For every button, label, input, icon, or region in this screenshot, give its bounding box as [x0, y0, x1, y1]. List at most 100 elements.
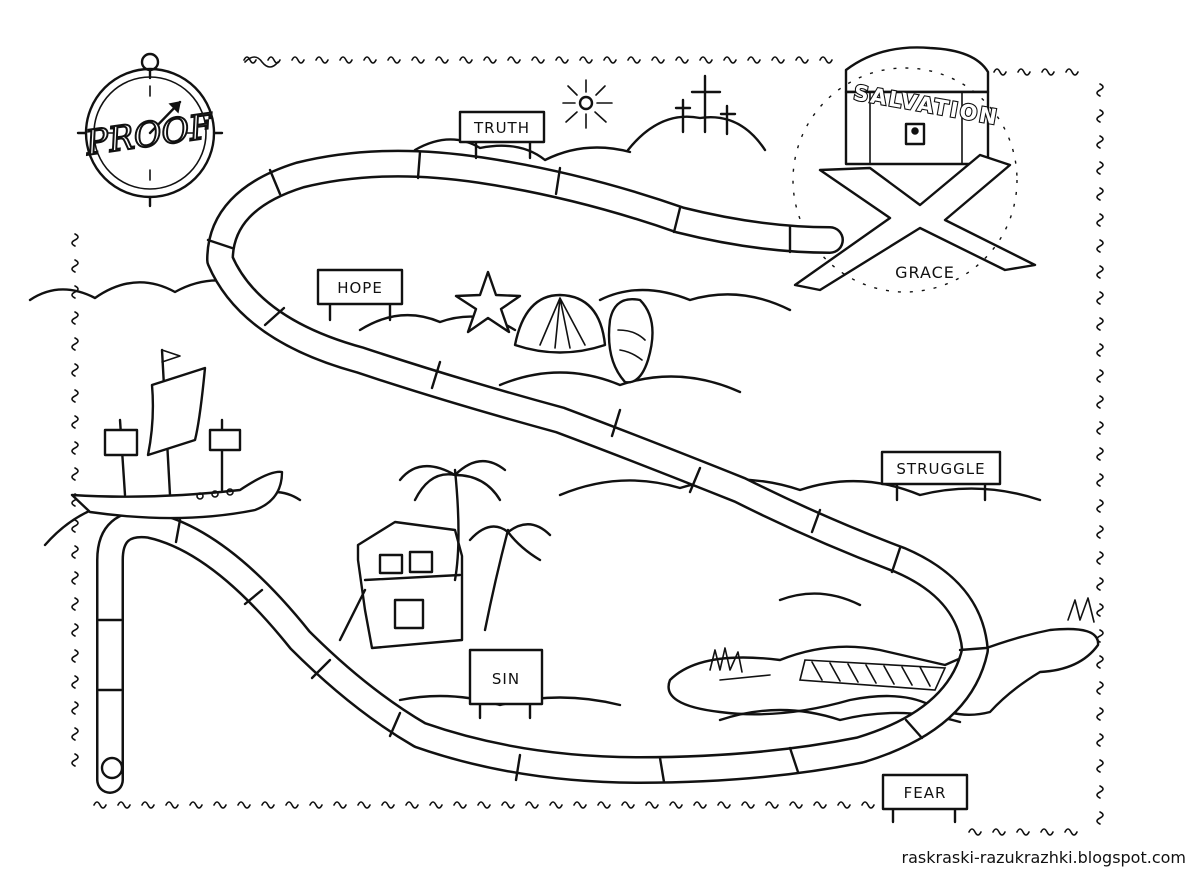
border-swirl: [363, 56, 377, 64]
border-swirl: [1096, 473, 1104, 487]
border-swirl: [693, 801, 707, 809]
border-swirl: [237, 801, 251, 809]
border-swirl: [771, 56, 785, 64]
border-swirl: [141, 801, 155, 809]
border-swirl: [861, 801, 875, 809]
border-swirl: [1040, 828, 1054, 836]
sun-icon: [562, 79, 613, 129]
border-swirl: [1065, 68, 1079, 76]
border-swirl: [387, 56, 401, 64]
border-swirl: [837, 801, 851, 809]
border-swirl: [1096, 395, 1104, 409]
sign-sin: SIN: [468, 648, 544, 720]
border-swirl: [71, 545, 79, 559]
border-swirl: [117, 801, 131, 809]
border-swirl: [1096, 785, 1104, 799]
border-swirl: [459, 56, 473, 64]
pirate-ship: [70, 348, 284, 520]
border-swirl: [968, 828, 982, 836]
border-swirl: [339, 56, 353, 64]
border-swirl: [699, 56, 713, 64]
border-swirl: [789, 801, 803, 809]
border-swirl: [813, 801, 827, 809]
swirl-border-group: [71, 56, 1104, 836]
border-swirl: [405, 801, 419, 809]
border-swirl: [645, 801, 659, 809]
border-swirl: [549, 801, 563, 809]
border-swirl: [309, 801, 323, 809]
border-swirl: [573, 801, 587, 809]
border-swirl: [1096, 213, 1104, 227]
border-swirl: [453, 801, 467, 809]
seashell-icon: [513, 293, 607, 354]
border-swirl: [501, 801, 515, 809]
sign-hope: HOPE: [316, 268, 404, 322]
compass: PROOF: [76, 52, 224, 208]
swirl-border: [244, 56, 279, 68]
treasure-chest: [844, 46, 990, 166]
winding-path: [96, 149, 989, 794]
border-swirl: [1096, 447, 1104, 461]
border-swirl: [723, 56, 737, 64]
border-swirl: [1096, 551, 1104, 565]
border-swirl: [1096, 265, 1104, 279]
border-swirl: [627, 56, 641, 64]
border-swirl: [71, 571, 79, 585]
border-swirl: [261, 801, 275, 809]
sign-fear-label: FEAR: [904, 784, 947, 802]
border-swirl: [1096, 499, 1104, 513]
border-swirl: [93, 801, 107, 809]
sign-hope-label: HOPE: [337, 279, 383, 297]
border-swirl: [71, 727, 79, 741]
border-swirl: [1096, 733, 1104, 747]
starfish-icon: [454, 270, 522, 334]
border-swirl: [1096, 577, 1104, 591]
border-swirl: [1096, 655, 1104, 669]
x-mark-icon: [792, 67, 1037, 293]
border-swirl: [189, 801, 203, 809]
border-swirl: [243, 56, 257, 64]
border-swirl: [717, 801, 731, 809]
sign-struggle-label: STRUGGLE: [896, 460, 985, 478]
border-swirl: [71, 649, 79, 663]
border-swirl: [1096, 109, 1104, 123]
border-swirl: [1017, 68, 1031, 76]
border-swirl: [1041, 68, 1055, 76]
border-swirl: [795, 56, 809, 64]
border-swirl: [992, 828, 1006, 836]
border-swirl: [381, 801, 395, 809]
border-swirl: [1096, 811, 1104, 825]
sign-fear: FEAR: [881, 773, 969, 824]
border-swirl: [1096, 681, 1104, 695]
sign-truth-label: TRUTH: [473, 119, 530, 137]
border-swirl: [71, 389, 79, 403]
hill-with-crosses: [626, 74, 767, 152]
border-swirl: [741, 801, 755, 809]
border-swirl: [71, 597, 79, 611]
pond: [667, 627, 1100, 716]
border-swirl: [579, 56, 593, 64]
border-swirl: [213, 801, 227, 809]
border-swirl: [285, 801, 299, 809]
border-swirl: [429, 801, 443, 809]
border-swirl: [71, 753, 79, 767]
border-swirl: [1016, 828, 1030, 836]
border-swirl: [71, 623, 79, 637]
compass-label: PROOF: [82, 106, 217, 164]
border-swirl: [71, 519, 79, 533]
border-swirl: [71, 363, 79, 377]
credit-text: raskraski-razukrazhki.blogspot.com: [901, 848, 1186, 867]
border-swirl: [603, 56, 617, 64]
border-swirl: [1096, 343, 1104, 357]
border-swirl: [315, 56, 329, 64]
border-swirl: [651, 56, 665, 64]
border-swirl: [747, 56, 761, 64]
border-swirl: [165, 801, 179, 809]
border-swirl: [765, 801, 779, 809]
border-swirl: [1096, 161, 1104, 175]
border-swirl: [1096, 369, 1104, 383]
border-swirl: [71, 415, 79, 429]
border-swirl: [1096, 291, 1104, 305]
border-swirl: [1096, 421, 1104, 435]
